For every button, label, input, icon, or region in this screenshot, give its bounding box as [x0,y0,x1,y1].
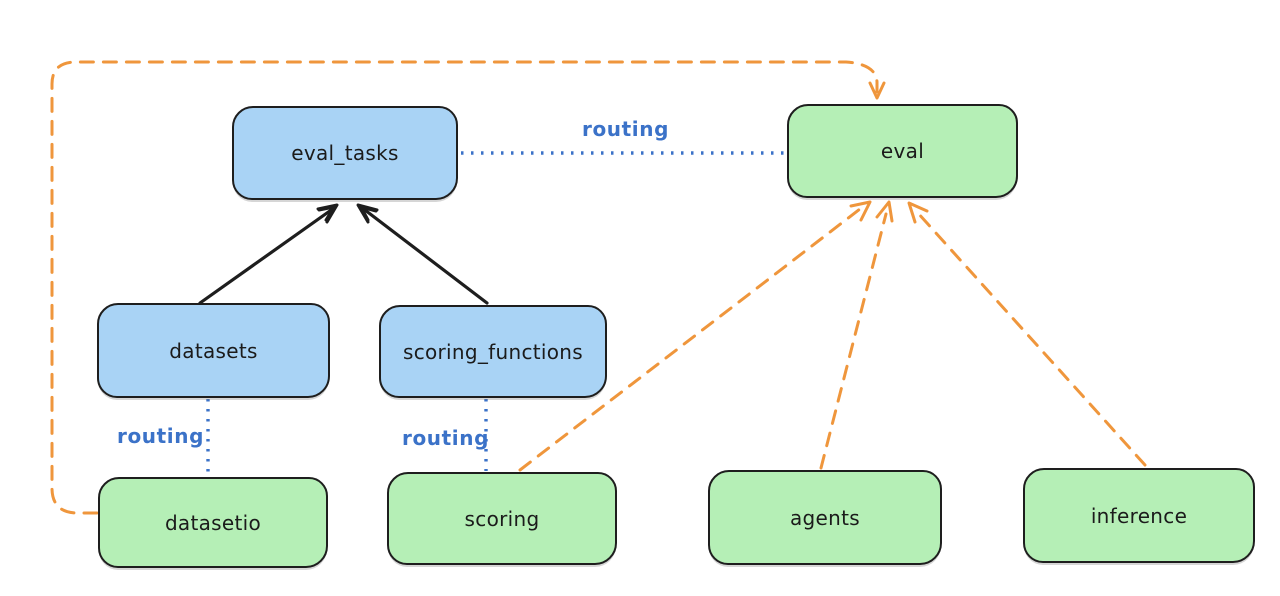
arrowhead-scoring-functions-to-eval-tasks-sketch [359,205,378,222]
node-scoring-functions: scoring_functions [379,305,607,398]
edge-datasets-to-eval-tasks [198,206,336,305]
node-eval: eval [787,104,1018,198]
node-inference-label: inference [1090,503,1188,528]
node-datasets: datasets [97,303,330,398]
edge-scoring-to-eval [518,207,862,472]
routing-label-datasets-datasetio: routing [117,424,205,448]
node-scoring-label: scoring [464,506,540,531]
edge-inference-to-eval [915,210,1147,467]
node-datasetio-label: datasetio [164,510,262,535]
routing-label-eval-tasks-eval: routing [582,117,670,141]
routing-label-scoring-functions-scoring: routing [402,426,490,450]
node-datasetio: datasetio [98,477,328,568]
node-datasets-label: datasets [169,338,258,363]
arrowhead-scoring-to-eval [849,200,872,222]
node-eval-tasks: eval_tasks [232,106,458,200]
arrowhead-inference-to-eval [907,201,929,224]
node-agents: agents [708,470,942,565]
arrowhead-datasets-to-eval-tasks-sketch [317,205,336,222]
arrowhead-agents-to-eval [875,200,894,223]
edge-agents-to-eval [819,212,888,470]
node-inference: inference [1023,468,1255,563]
node-scoring: scoring [387,472,617,565]
edge-datasetio-to-eval [50,60,879,515]
node-eval-label: eval [880,139,925,163]
node-scoring-functions-label: scoring_functions [402,339,584,364]
node-agents-label: agents [790,505,860,530]
arrowhead-datasetio-to-eval [868,81,886,100]
edge-scoring-functions-to-eval-tasks [359,205,489,305]
node-eval-tasks-label: eval_tasks [291,141,399,165]
